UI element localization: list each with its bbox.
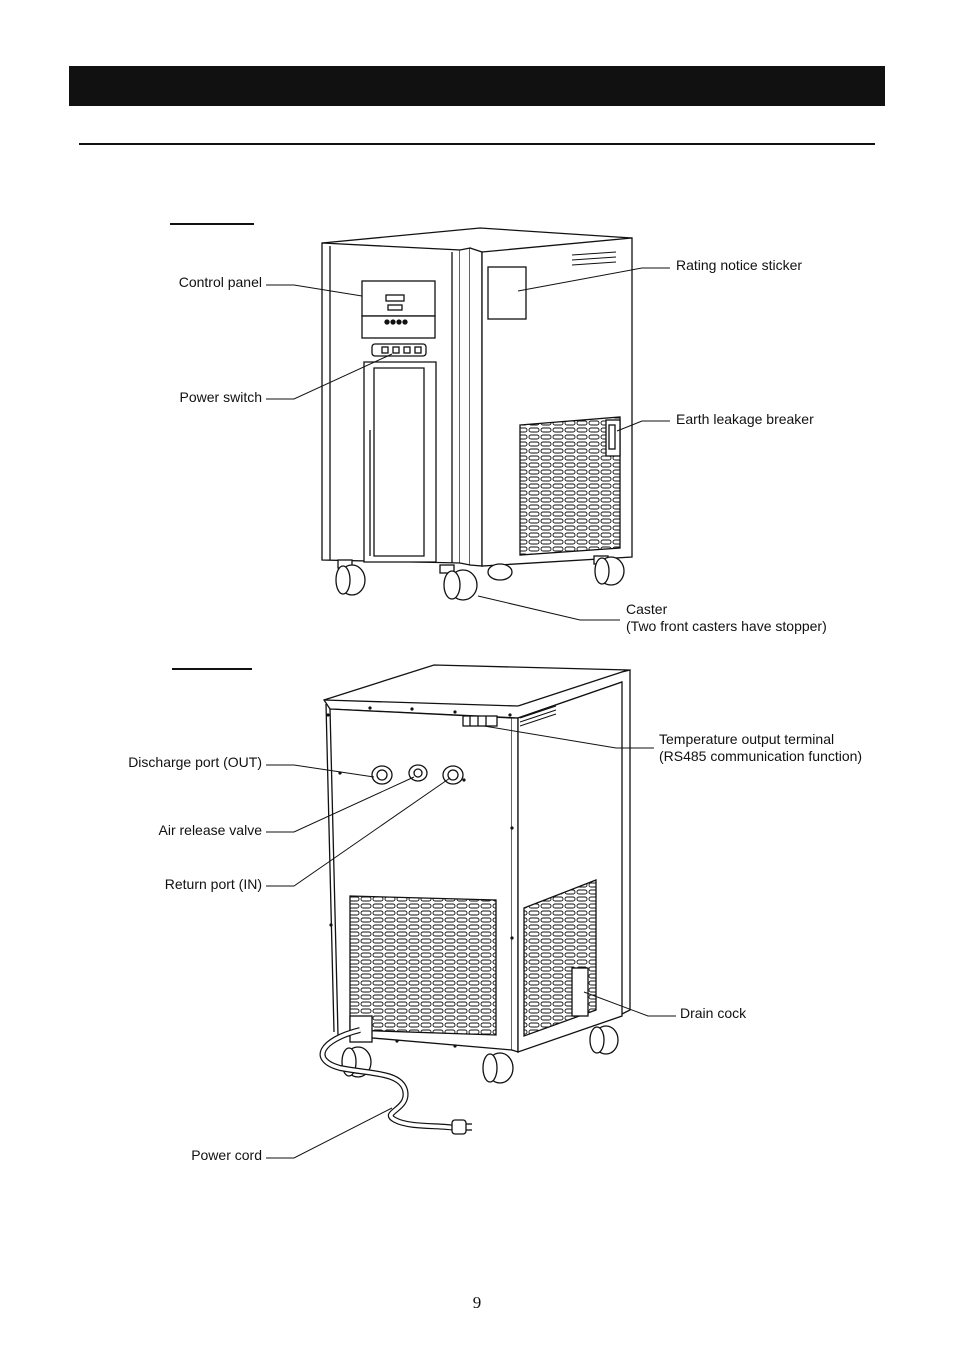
front-leader-lines [266,267,670,621]
label-caster-note: (Two front casters have stopper) [626,618,827,634]
rear-view-heading-rule [172,668,252,670]
label-drain-cock: Drain cock [680,1005,747,1021]
label-caster: Caster [626,601,668,617]
label-temperature-output-terminal: Temperature output terminal [659,731,835,747]
label-discharge-port: Discharge port (OUT) [128,754,262,770]
label-control-panel: Control panel [178,274,262,290]
label-temperature-output-note: (RS485 communication function) [659,748,863,764]
front-view-heading-rule [170,223,254,225]
front-unit-drawing [321,227,633,601]
label-earth-leakage-breaker: Earth leakage breaker [676,411,814,427]
label-return-port: Return port (IN) [164,876,262,892]
label-rating-notice-sticker: Rating notice sticker [676,257,803,273]
header-bar [69,66,885,106]
rear-leader-lines [266,725,676,1159]
page-number: 9 [472,1293,482,1312]
rear-unit-drawing [322,664,631,1084]
label-air-release-valve: Air release valve [158,822,263,838]
label-power-switch: Power switch [179,389,262,405]
title-rule [79,143,875,145]
power-cord-drawing [319,1027,472,1135]
label-power-cord: Power cord [191,1147,262,1163]
